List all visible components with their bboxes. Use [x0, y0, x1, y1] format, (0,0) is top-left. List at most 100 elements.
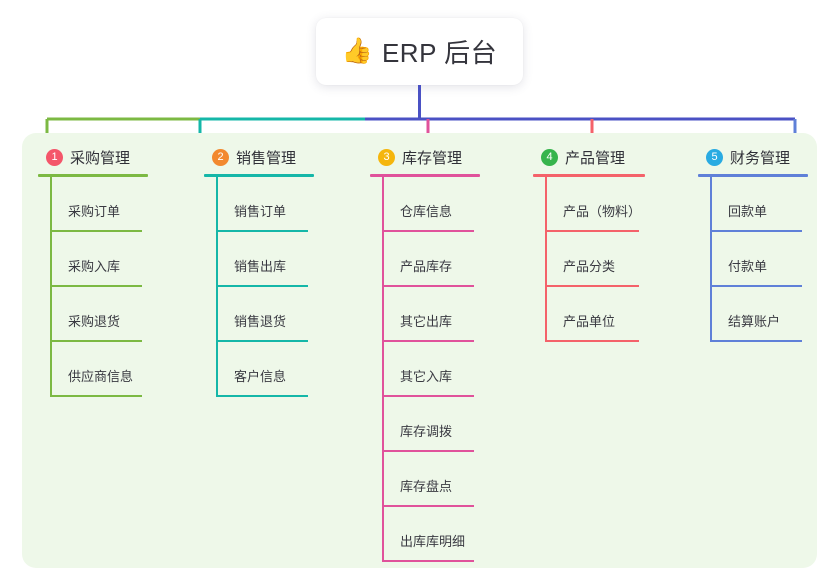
list-item-label: 结算账户: [728, 314, 781, 329]
list-item-rule: [50, 340, 142, 342]
list-item-rule: [382, 285, 474, 287]
column-产品管理: 4 产品管理产品（物料） 产品分类产品单位: [533, 145, 645, 342]
column-title-label: 库存管理: [402, 149, 463, 167]
list-item-label: 采购订单: [68, 204, 121, 219]
column-header-rule: [533, 174, 645, 177]
list-item-rule: [50, 230, 142, 232]
column-badge-4: 4: [541, 148, 558, 166]
column-spine: [710, 177, 712, 342]
list-item[interactable]: 产品库存: [370, 232, 480, 287]
list-item[interactable]: 回款单: [698, 177, 808, 232]
list-item-label: 出库库明细: [400, 534, 466, 549]
list-item-rule: [382, 340, 474, 342]
list-item[interactable]: 库存调拨: [370, 397, 480, 452]
column-badge-2: 2: [212, 148, 229, 166]
list-item-label: 采购退货: [68, 314, 121, 329]
list-item-label: 产品库存: [400, 259, 453, 274]
list-item-rule: [50, 285, 142, 287]
list-item-rule: [710, 230, 802, 232]
list-item[interactable]: 产品（物料）: [533, 177, 645, 232]
list-item-label: 产品（物料）: [563, 204, 642, 219]
column-title-label: 产品管理: [565, 149, 626, 167]
list-item-label: 仓库信息: [400, 204, 453, 219]
column-header-rule: [370, 174, 480, 177]
list-item-label: 采购入库: [68, 259, 121, 274]
list-item-label: 其它入库: [400, 369, 453, 384]
column-badge-1: 1: [46, 148, 63, 166]
branch-panel: [22, 133, 817, 568]
column-header-1[interactable]: 1 采购管理: [38, 145, 148, 169]
list-item-rule: [216, 395, 308, 397]
list-item[interactable]: 其它入库: [370, 342, 480, 397]
list-item-rule: [545, 230, 639, 232]
list-item[interactable]: 供应商信息: [38, 342, 148, 397]
list-item-rule: [50, 395, 142, 397]
list-item[interactable]: 出库库明细: [370, 507, 480, 562]
column-items: 销售订单销售出库销售退货客户信息: [204, 177, 314, 397]
list-item-label: 库存盘点: [400, 479, 453, 494]
column-spine: [382, 177, 384, 562]
thumbs-up-emoji: 👍: [341, 37, 373, 65]
list-item-label: 产品分类: [563, 259, 616, 274]
list-item[interactable]: 销售出库: [204, 232, 314, 287]
column-header-3[interactable]: 3 库存管理: [370, 145, 480, 169]
column-header-4[interactable]: 4 产品管理: [533, 145, 645, 169]
list-item-label: 产品单位: [563, 314, 616, 329]
root-node-erp-backend[interactable]: 👍 ERP 后台: [316, 18, 523, 85]
list-item-label: 销售出库: [234, 259, 287, 274]
list-item-label: 库存调拨: [400, 424, 453, 439]
column-header-5[interactable]: 5 财务管理: [698, 145, 808, 169]
column-spine: [50, 177, 52, 397]
list-item[interactable]: 采购订单: [38, 177, 148, 232]
list-item[interactable]: 产品分类: [533, 232, 645, 287]
list-item-rule: [382, 560, 474, 562]
list-item[interactable]: 产品单位: [533, 287, 645, 342]
list-item[interactable]: 采购退货: [38, 287, 148, 342]
column-spine: [216, 177, 218, 397]
column-header-rule: [204, 174, 314, 177]
list-item-label: 回款单: [728, 204, 768, 219]
list-item-label: 其它出库: [400, 314, 453, 329]
column-库存管理: 3 库存管理仓库信息产品库存其它出库其它入库库存调拨库存盘点出库库明细: [370, 145, 480, 562]
list-item-label: 销售退货: [234, 314, 287, 329]
list-item[interactable]: 客户信息: [204, 342, 314, 397]
list-item[interactable]: 仓库信息: [370, 177, 480, 232]
list-item-rule: [216, 285, 308, 287]
column-items: 回款单付款单结算账户: [698, 177, 808, 342]
list-item-rule: [545, 340, 639, 342]
list-item-label: 客户信息: [234, 369, 287, 384]
list-item[interactable]: 销售退货: [204, 287, 314, 342]
list-item[interactable]: 其它出库: [370, 287, 480, 342]
list-item-rule: [382, 395, 474, 397]
list-item-rule: [382, 230, 474, 232]
list-item-rule: [382, 450, 474, 452]
column-采购管理: 1 采购管理采购订单采购入库采购退货供应商信息: [38, 145, 148, 397]
column-财务管理: 5 财务管理回款单付款单结算账户: [698, 145, 808, 342]
list-item[interactable]: 采购入库: [38, 232, 148, 287]
list-item-rule: [710, 340, 802, 342]
list-item-rule: [545, 285, 639, 287]
list-item-rule: [382, 505, 474, 507]
list-item-label: 供应商信息: [68, 369, 134, 384]
list-item[interactable]: 销售订单: [204, 177, 314, 232]
column-title-label: 采购管理: [70, 149, 131, 167]
column-title-label: 财务管理: [730, 149, 791, 167]
list-item-rule: [216, 340, 308, 342]
root-node-label: ERP 后台: [381, 38, 498, 68]
column-items: 仓库信息产品库存其它出库其它入库库存调拨库存盘点出库库明细: [370, 177, 480, 562]
column-spine: [545, 177, 547, 342]
list-item[interactable]: 结算账户: [698, 287, 808, 342]
list-item[interactable]: 付款单: [698, 232, 808, 287]
list-item-label: 销售订单: [234, 204, 287, 219]
list-item[interactable]: 库存盘点: [370, 452, 480, 507]
list-item-label: 付款单: [728, 259, 768, 274]
column-items: 采购订单采购入库采购退货供应商信息: [38, 177, 148, 397]
list-item-rule: [710, 285, 802, 287]
list-item-rule: [216, 230, 308, 232]
column-badge-3: 3: [378, 148, 395, 166]
column-header-rule: [698, 174, 808, 177]
column-badge-5: 5: [706, 148, 723, 166]
